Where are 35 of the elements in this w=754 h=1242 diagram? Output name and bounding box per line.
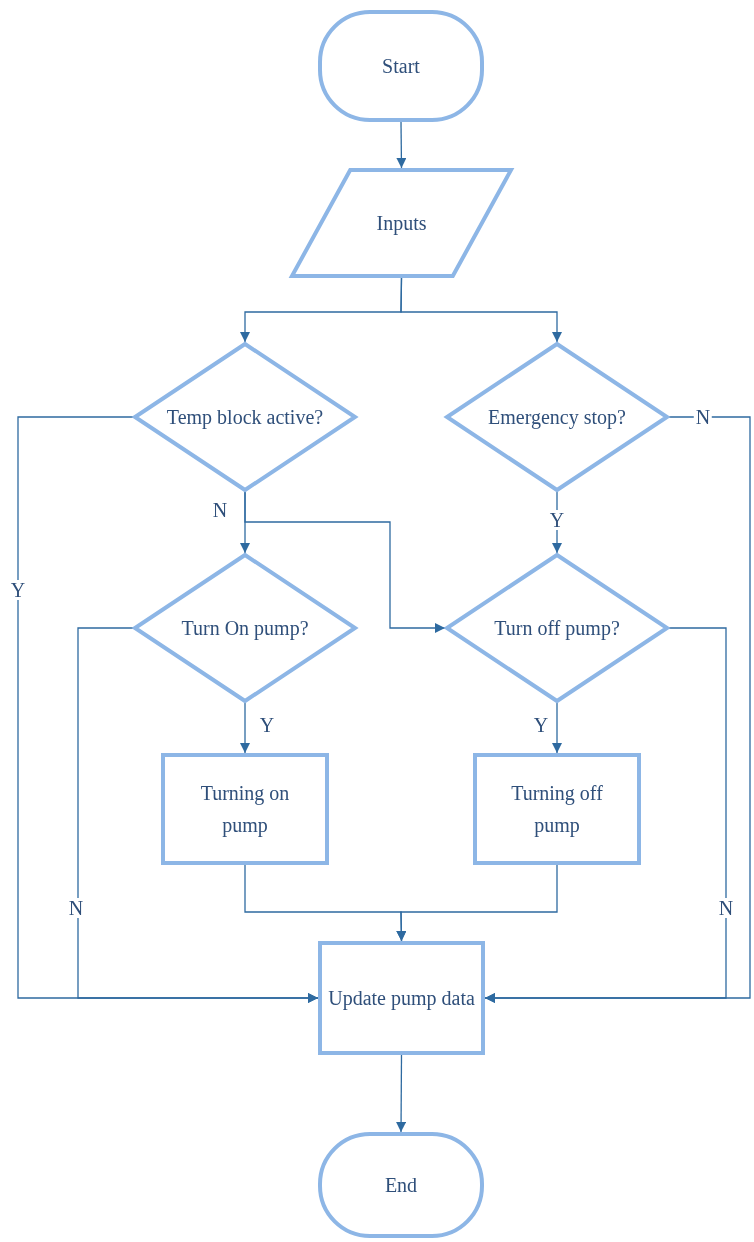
decision-diamond (445, 342, 669, 492)
node-label: Turn off pump? (494, 616, 620, 642)
node-label: End (384, 1173, 418, 1198)
connector-arrow (552, 702, 562, 754)
node-label: Start (382, 54, 420, 79)
process-box (318, 941, 485, 1055)
decision-diamond (133, 553, 357, 703)
decision-diamond (133, 342, 357, 492)
edge-label: Y (257, 715, 277, 735)
edge-label: Y (547, 510, 567, 530)
process-box (473, 753, 641, 865)
edge-label: N (66, 898, 86, 918)
input-parallelogram (290, 168, 513, 278)
edge-label: N (716, 898, 736, 918)
edge-label: Y (8, 580, 28, 600)
decision-diamond (445, 553, 669, 703)
node-label: Turning off pump (510, 781, 604, 839)
node-label: Temp block active? (166, 405, 324, 431)
node-label: Turn On pump? (181, 616, 309, 642)
connector-arrow (244, 491, 446, 633)
node-label: Turning on pump (199, 781, 291, 839)
node-label: Inputs (376, 211, 427, 237)
node-label: Update pump data (328, 986, 475, 1012)
connector-arrow (240, 702, 250, 754)
connector-arrow (484, 627, 727, 1003)
edge-label: N (693, 407, 713, 427)
process-box (161, 753, 329, 865)
edge-label: Y (531, 715, 551, 735)
edge-label: N (210, 500, 230, 520)
node-label: Emergency stop? (488, 405, 626, 431)
connector-arrow (77, 627, 319, 1003)
connector-arrow (396, 1054, 407, 1133)
connector-arrow (396, 864, 558, 942)
connector-arrow (396, 121, 407, 169)
connector-arrow (400, 277, 562, 343)
